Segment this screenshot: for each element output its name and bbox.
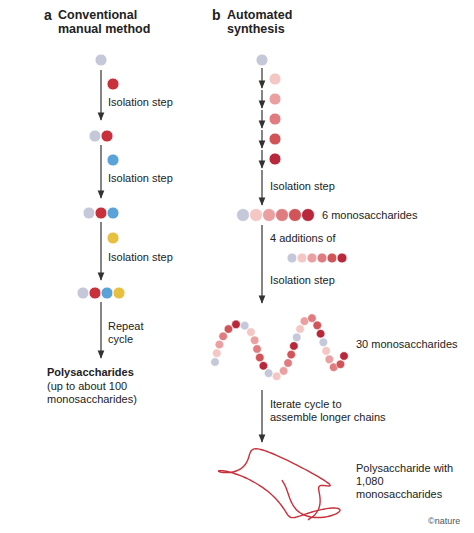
chain-30 (211, 314, 349, 381)
panel-letter: a (44, 8, 52, 22)
monomer (232, 320, 241, 329)
step-label: Isolation step (270, 274, 335, 287)
monomer (297, 253, 307, 263)
step-label: Iterate cycle to assemble longer chains (270, 398, 390, 424)
monomer (107, 232, 119, 244)
arrow (100, 302, 101, 358)
watermark: ©nature (428, 516, 460, 526)
monomer (317, 253, 327, 263)
monomer (107, 154, 119, 166)
monomer (269, 73, 281, 85)
result-note: Polysaccharide with 1,080 monosaccharide… (356, 462, 456, 501)
monomer (296, 325, 305, 334)
step-label: 4 additions of (270, 232, 335, 245)
monomer (240, 321, 249, 330)
monomer (219, 332, 228, 341)
arrow (261, 110, 262, 128)
monomer (250, 336, 259, 345)
monomer (263, 209, 276, 222)
monomer (95, 54, 107, 66)
monomer (289, 209, 302, 222)
monomer (215, 340, 224, 349)
result-note: (up to about 100 monosaccharides) (47, 380, 167, 406)
monomer (287, 350, 296, 359)
chain-label: 30 monosaccharides (356, 338, 466, 351)
monomer (308, 314, 317, 323)
monomer (287, 253, 297, 263)
chain-guide (215, 317, 344, 376)
arrow (261, 130, 262, 148)
monomer (259, 362, 268, 371)
monomer (113, 287, 125, 299)
step-label: Isolation step (108, 251, 173, 264)
arrow (100, 145, 101, 198)
monomer (327, 253, 337, 263)
monomer (107, 207, 119, 219)
monomer (269, 133, 281, 145)
monomer (107, 78, 119, 90)
monomer (319, 338, 328, 347)
monomer (284, 359, 293, 368)
monomer (89, 287, 101, 299)
arrow (261, 170, 262, 205)
monomer (211, 358, 220, 367)
monomer (276, 209, 289, 222)
monomer (269, 153, 281, 165)
step-label: Isolation step (270, 180, 335, 193)
monomer (101, 287, 113, 299)
long-polysaccharide (219, 449, 340, 520)
chain-label: 6 monosaccharides (322, 209, 417, 222)
arrow (261, 150, 262, 168)
monomer (237, 209, 250, 222)
monomer (316, 329, 325, 338)
monomer (264, 369, 273, 378)
monomer (83, 207, 95, 219)
monomer (292, 333, 301, 342)
monomer (89, 130, 101, 142)
monomer (336, 360, 345, 369)
panel-heading: Automated synthesis (227, 8, 317, 36)
monomer (325, 355, 334, 364)
monomer (224, 325, 233, 334)
step-label: Isolation step (108, 96, 173, 109)
panel-heading: Conventional manual method (58, 8, 168, 36)
monomer (250, 209, 263, 222)
monomer (101, 130, 113, 142)
arrow (100, 222, 101, 280)
monomer (279, 367, 288, 376)
panel-letter: b (212, 8, 221, 22)
monomer (313, 321, 322, 330)
monomer (272, 372, 281, 381)
arrow (261, 225, 262, 303)
arrow (261, 68, 262, 88)
monomer (77, 287, 89, 299)
monomer (290, 342, 299, 351)
monomer (212, 349, 221, 358)
monomer (95, 207, 107, 219)
step-label: Isolation step (108, 172, 173, 185)
monomer (302, 209, 315, 222)
monomer (253, 345, 262, 354)
monomer (337, 253, 347, 263)
monomer (247, 328, 256, 337)
monomer (269, 93, 281, 105)
monomer (269, 113, 281, 125)
monomer (340, 352, 349, 361)
result-heading: Polysaccharides (47, 366, 134, 379)
arrow (261, 90, 262, 108)
step-label: Repeat cycle (108, 320, 153, 346)
monomer (256, 54, 268, 66)
monomer (307, 253, 317, 263)
monomer (322, 347, 331, 356)
arrow (261, 390, 262, 442)
monomer (255, 353, 264, 362)
arrow (100, 70, 101, 120)
